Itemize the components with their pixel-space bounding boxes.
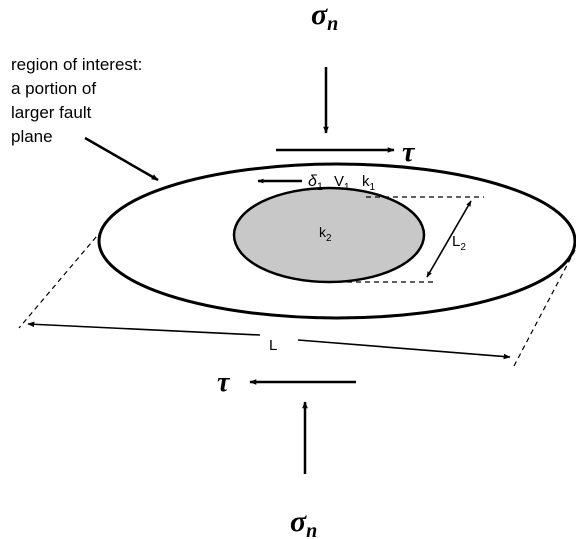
- l-dashed-left: [18, 229, 103, 329]
- region-pointer-arrow: [84, 136, 159, 182]
- region-label-line-2: a portion of: [11, 79, 96, 98]
- l2-label: L2: [452, 233, 466, 253]
- l-dimension-arrow-left: [27, 321, 261, 336]
- l2-dimension-arrow: [426, 200, 472, 278]
- region-label-line-4: plane: [11, 127, 53, 146]
- region-label-line-1: region of interest:: [11, 55, 142, 74]
- tau-bottom-label: τ: [217, 367, 231, 398]
- v1-label: V1: [334, 173, 350, 193]
- l-label: L: [269, 337, 277, 354]
- l-dashed-right: [513, 249, 576, 367]
- k2-label: k2: [319, 224, 332, 244]
- k1-label: k1: [362, 173, 376, 193]
- region-label-line-3: larger fault: [11, 103, 92, 122]
- l-dimension-arrow-right: [297, 339, 511, 360]
- tau-top-label: τ: [402, 137, 416, 168]
- sigma-n-top-label: σn: [311, 0, 338, 35]
- region-of-interest-label: region of interest: a portion of larger …: [11, 55, 142, 146]
- delta1-label: δ1: [308, 173, 323, 193]
- patch-k2-ellipse: [232, 186, 426, 284]
- sigma-n-bottom-label: σn: [290, 505, 317, 539]
